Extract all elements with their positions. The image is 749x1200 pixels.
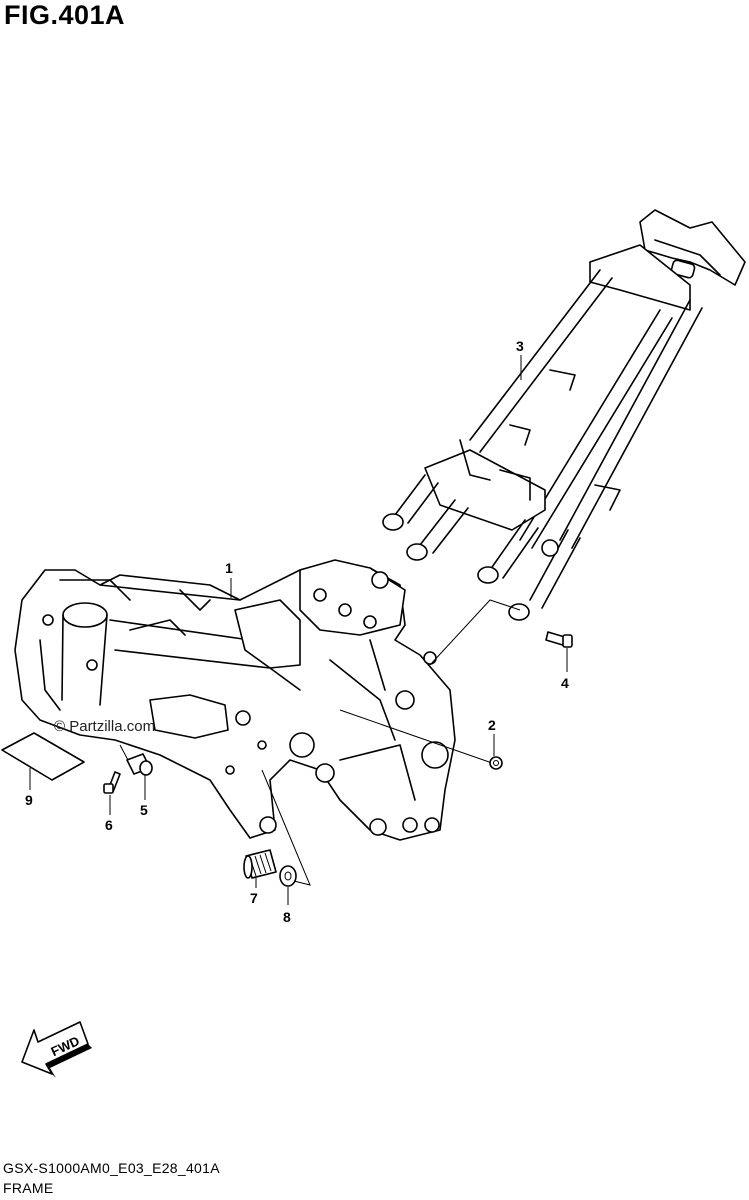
seat-rail-subframe — [382, 209, 746, 621]
diagram-code: GSX-S1000AM0_E03_E28_401A — [3, 1160, 220, 1176]
callout-3: 3 — [516, 338, 524, 354]
bolt-6 — [103, 771, 121, 794]
callout-7: 7 — [250, 890, 258, 906]
callout-6: 6 — [105, 817, 113, 833]
watermark: © Partzilla.com — [54, 718, 156, 735]
callout-leaders — [29, 355, 568, 905]
collar-5 — [126, 753, 153, 776]
diagram-caption: FRAME — [3, 1180, 54, 1196]
callout-1: 1 — [225, 560, 233, 576]
callout-5: 5 — [140, 802, 148, 818]
nut-8 — [279, 865, 297, 887]
main-frame — [14, 559, 456, 841]
nut-2 — [489, 756, 503, 770]
connection-line — [119, 744, 129, 761]
callout-8: 8 — [283, 909, 291, 925]
connection-line — [261, 769, 311, 886]
bolt-4 — [545, 631, 573, 648]
callout-9: 9 — [25, 792, 33, 808]
fwd-arrow-icon: FWD — [21, 1021, 92, 1078]
connection-line — [429, 599, 521, 666]
adjuster-7 — [243, 849, 277, 879]
connection-line — [339, 709, 493, 764]
callout-4: 4 — [561, 675, 569, 691]
label-sheet-9 — [1, 732, 85, 781]
figure-title: FIG.401A — [4, 0, 126, 30]
callout-2: 2 — [488, 717, 496, 733]
